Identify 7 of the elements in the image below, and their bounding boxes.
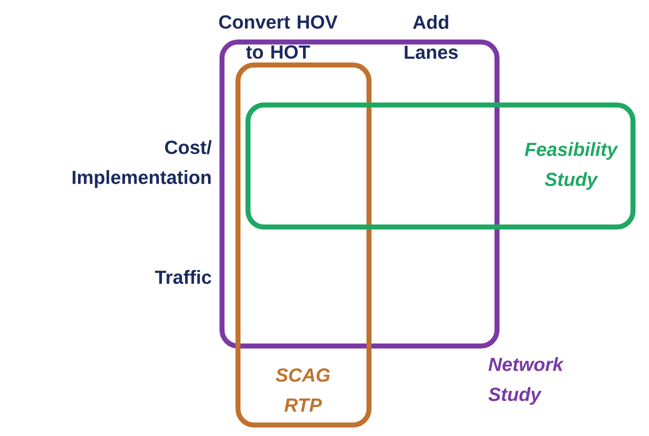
frame-label: Network Study <box>488 357 564 405</box>
frame-label: Feasibility Study <box>524 142 618 190</box>
axis-label: Traffic <box>155 270 212 284</box>
axis-label: Add Lanes <box>404 15 458 59</box>
frame-label: SCAG RTP <box>276 368 330 412</box>
axis-label: Cost/ Implementation <box>72 140 212 188</box>
axis-label: Convert HOV to HOT <box>219 15 338 59</box>
